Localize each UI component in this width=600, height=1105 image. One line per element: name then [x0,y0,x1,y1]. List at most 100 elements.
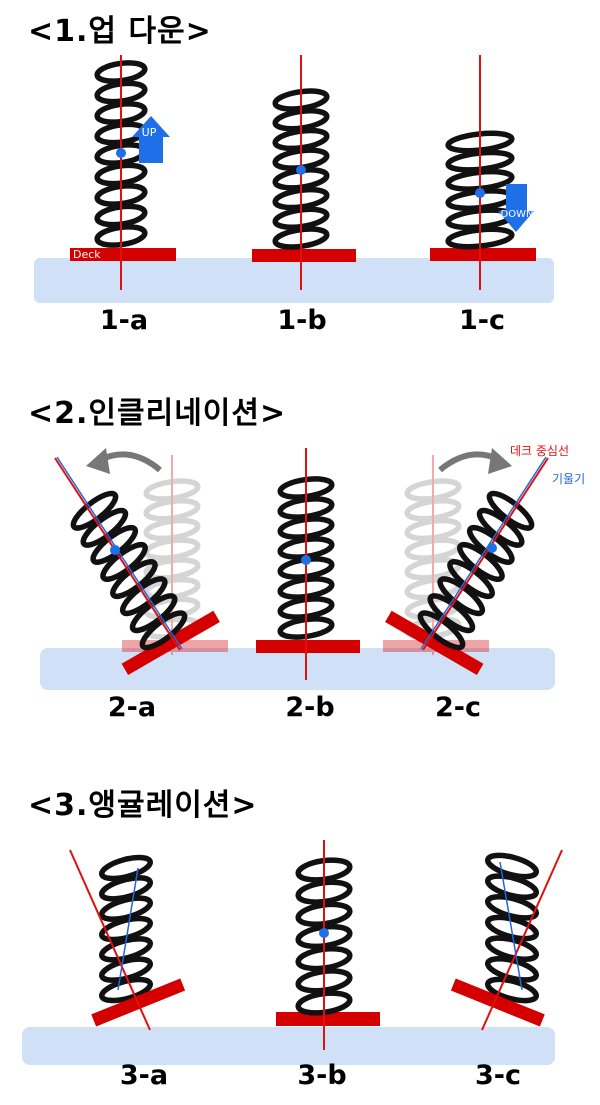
coil-turn [272,88,330,112]
coil-turn [143,517,201,542]
deck-plate-1b [252,249,356,262]
section-2-diagram [40,448,555,690]
coil-turn [484,914,540,942]
coil-turn [143,478,201,502]
caption-2b: 2-b [285,692,335,723]
caption-3b: 3-b [297,1060,347,1091]
coil-turn [139,610,188,651]
coil-turn [277,516,335,540]
section-title-inclination: <2.인클리네이션> [28,396,287,431]
coil-turn [272,226,330,250]
caption-1b: 1-b [277,305,327,336]
floor-1 [34,258,554,303]
coil-turn [484,852,540,880]
coil-turn [404,517,462,542]
spring-1c: DOWN [430,55,536,290]
coil-turn [94,203,148,228]
deck-plate-1c [430,248,536,261]
coil-turn [272,108,330,132]
spring-2b [256,448,360,680]
deck-label: Deck [73,248,101,261]
tilt-left-arrow-icon [86,448,162,474]
tilt-right-arrow-icon [438,448,512,474]
spring-3a [69,849,186,1031]
up-label: UP [142,126,157,139]
deck-plate-2c [385,610,484,675]
coil-turn [94,80,148,105]
coil-turn [94,101,148,125]
coil-turn [94,183,148,207]
center-line-2c [422,457,549,651]
caption-2a: 2-a [107,692,157,723]
spring-3c [450,849,563,1031]
coil-turn [484,976,540,1004]
center-line-3c [481,849,563,1031]
coil-turn [437,576,486,617]
deck-plate-2a [121,610,220,675]
coil-turn [70,490,119,531]
coil-turn [277,476,335,500]
caption-3c: 3-c [475,1060,521,1091]
floor-3 [22,1027,555,1065]
section-title-up-down: <1.업 다운> [28,14,212,49]
coil-turn [277,596,335,620]
coil-turn [295,901,353,927]
caption-3a: 3-a [119,1060,169,1091]
center-dot-2c [487,543,497,553]
legend-deck-center-line: 데크 중심선 [510,444,570,458]
coil-turn [484,935,540,963]
coil-turn [295,968,353,994]
coil-turn [94,60,148,84]
coil-turn [484,873,540,901]
legend-tilt: 기울기 [552,472,586,486]
coil-turn [295,923,353,950]
coil-turn [295,857,353,883]
center-dot-1b [296,165,306,175]
center-dot-2b [301,555,311,565]
caption-2c: 2-c [435,692,481,723]
tilt-line-3a [117,867,139,991]
up-arrow-icon [132,116,170,163]
tilt-line-2c [420,456,547,650]
spring-3b [276,840,380,1050]
coil-turn [417,610,466,651]
coil-turn [272,127,330,152]
section-3-diagram [22,840,563,1065]
deck-plate-2b [256,640,360,653]
center-line-3a [69,849,151,1031]
tilt-line-2a [56,456,183,650]
coil-turn [272,186,330,211]
section-1-diagram: UP Deck DOWN [34,55,554,303]
tilt-line-3c [499,861,523,991]
coil-turn [277,576,335,600]
deck-plate-3b [276,1012,380,1026]
coil-turn [99,976,153,1004]
coil-turn [94,162,148,187]
coil-turn [143,557,201,581]
center-dot-1c [475,188,485,198]
coil-turn [94,224,148,248]
down-label: DOWN [501,209,534,220]
deck-plate-3c [450,978,545,1027]
caption-1c: 1-c [459,305,505,336]
deck-plate-1a [70,248,176,261]
down-arrow-icon [498,184,534,232]
center-dot-3b [319,928,329,938]
caption-1a: 1-a [99,305,149,336]
coil-turn [295,946,353,972]
floor-2 [40,648,555,690]
section-title-angulation: <3.앵귤레이션> [28,788,258,823]
coil-turn [484,955,540,983]
coil-turn [295,879,353,905]
spring-1b [252,55,356,290]
center-dot-2a [110,545,120,555]
coil-turn [277,616,335,640]
coil-turn [295,990,353,1016]
coil-turn [272,206,330,230]
spring-1a: UP Deck [70,55,176,290]
coil-turn [277,496,335,520]
coil-turn [404,498,462,522]
coil-turn [143,498,201,522]
center-dot-1a [116,148,126,158]
coil-turn [427,593,476,634]
